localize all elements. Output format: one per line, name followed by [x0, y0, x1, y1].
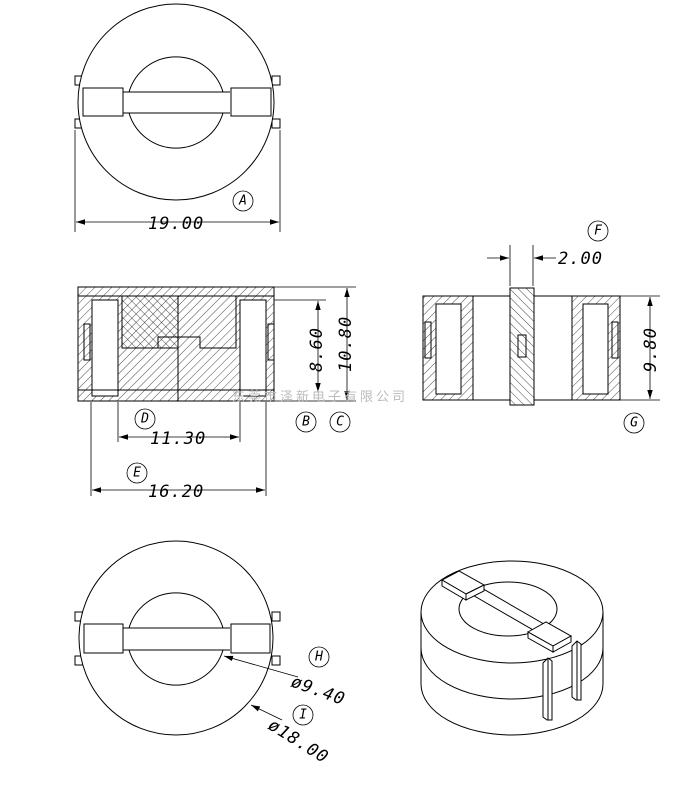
callout-b — [295, 411, 317, 433]
callout-i — [292, 704, 314, 726]
dim-outer-width: 19.00 — [148, 214, 204, 234]
callout-h — [308, 646, 330, 668]
callout-g — [623, 412, 645, 434]
svg-text:H: H — [314, 650, 323, 665]
callout-a — [232, 190, 254, 212]
svg-text:G: G — [630, 416, 638, 431]
dim-center-diameter: ø9.40 — [288, 672, 348, 710]
dim-inner-span: 11.30 — [150, 429, 206, 449]
callout-d — [134, 408, 156, 430]
watermark: 东莞市泽新电子有限公司 — [232, 389, 408, 405]
dim-side-height: 9.80 — [641, 327, 661, 372]
top-view: 19.00 A — [74, 3, 281, 234]
dim-inner-height: 8.60 — [307, 327, 327, 372]
svg-text:A: A — [238, 194, 247, 209]
dim-total-height: 10.80 — [336, 316, 356, 372]
front-section-view: 8.60 10.80 东莞市泽新电子有限公司 B C 11.30 D 16.20… — [77, 286, 408, 502]
isometric-view — [420, 560, 604, 736]
bottom-view: ø9.40 H ø18.00 I — [74, 540, 348, 768]
svg-text:B: B — [302, 415, 310, 430]
callout-e — [126, 462, 148, 484]
callout-c — [329, 411, 351, 433]
svg-text:E: E — [133, 466, 141, 481]
dim-outer-span: 16.20 — [148, 482, 204, 502]
svg-text:C: C — [336, 415, 344, 430]
svg-text:I: I — [299, 708, 307, 723]
side-section-view: 2.00 F 9.80 G — [422, 220, 661, 434]
dim-slot-width: 2.00 — [558, 249, 603, 269]
svg-text:F: F — [594, 224, 603, 239]
svg-text:D: D — [140, 412, 149, 427]
dim-outer-diameter: ø18.00 — [264, 715, 332, 768]
callout-f — [587, 220, 609, 242]
